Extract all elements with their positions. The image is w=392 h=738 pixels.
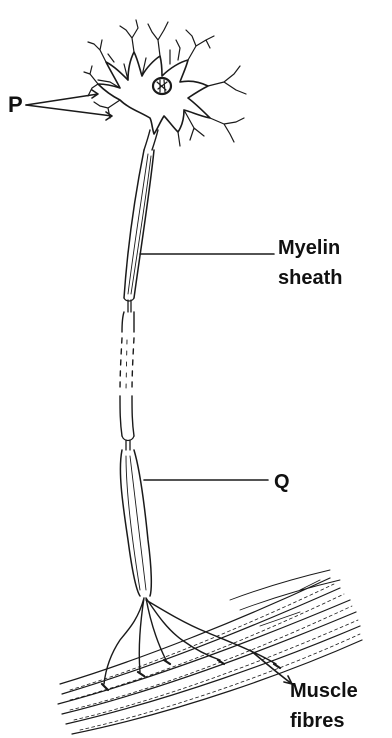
- label-q-text: Q: [274, 471, 290, 493]
- label-myelin-line1: Myelin: [278, 237, 340, 259]
- label-muscle-line2: fibres: [290, 710, 344, 732]
- label-q: Q: [144, 471, 290, 493]
- label-p-text: P: [8, 92, 23, 117]
- myelin-segment-upper: [124, 150, 154, 301]
- label-p: P: [8, 90, 112, 120]
- label-myelin-sheath: Myelin sheath: [140, 237, 342, 289]
- axon-break-dashes: [120, 338, 134, 392]
- label-myelin-line2: sheath: [278, 267, 342, 289]
- nucleus: [153, 78, 171, 94]
- label-muscle-line1: Muscle: [290, 680, 358, 702]
- node-of-ranvier-1: [122, 300, 134, 332]
- myelin-segment-lower: [120, 450, 151, 596]
- myelin-segment-middle: [120, 396, 134, 450]
- axon-hillock: [144, 130, 158, 150]
- cell-body: [98, 52, 210, 134]
- label-muscle-fibres: Muscle fibres: [250, 650, 358, 732]
